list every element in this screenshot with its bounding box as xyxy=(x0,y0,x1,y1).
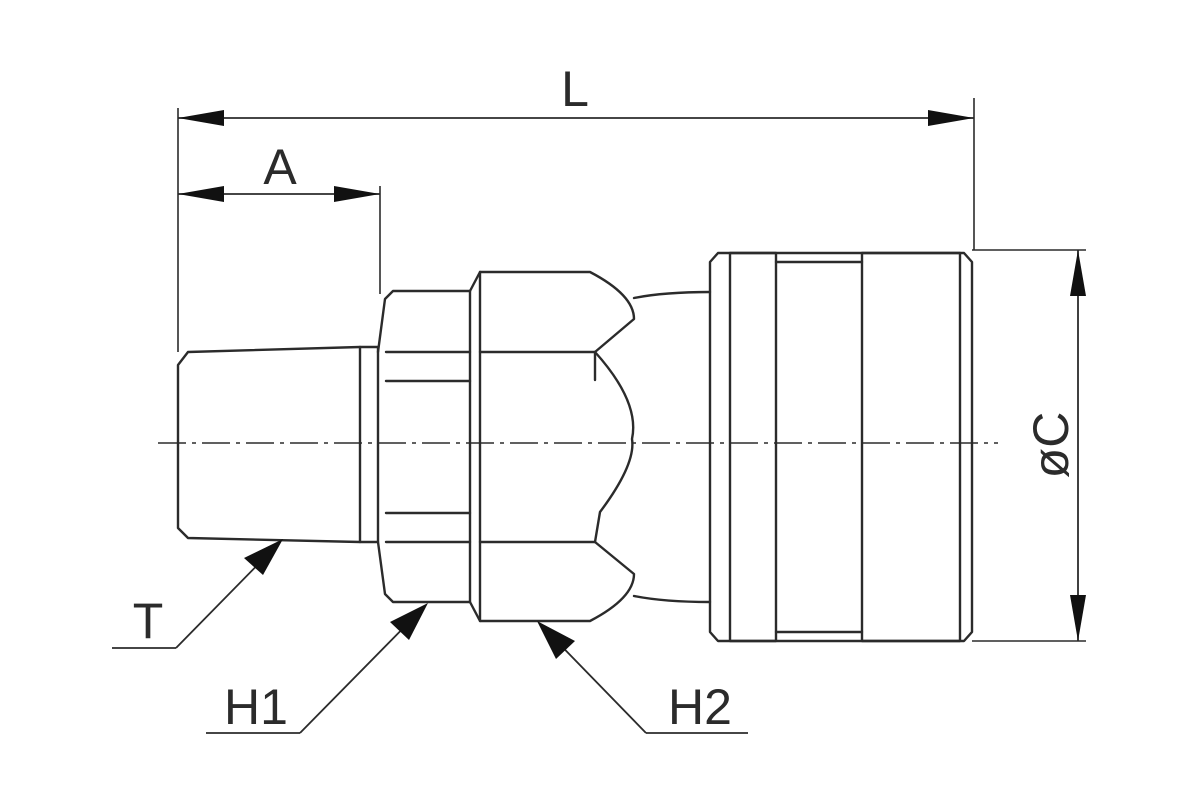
knurled-sleeve xyxy=(708,251,974,643)
callout-h2: H2 xyxy=(537,621,748,735)
dimension-c-label: øC xyxy=(1023,412,1079,479)
knurl-band-left xyxy=(728,251,778,643)
callout-h1: H1 xyxy=(206,603,428,735)
body-neck xyxy=(632,290,712,604)
callout-t: T xyxy=(112,539,283,649)
male-thread xyxy=(176,345,362,544)
knurl-band-right xyxy=(860,251,962,643)
dimension-l: L xyxy=(177,61,975,352)
callout-t-label: T xyxy=(133,593,164,649)
dimension-c: øC xyxy=(972,249,1086,642)
hex-nut-h1 xyxy=(376,289,472,604)
dimension-a-label: A xyxy=(263,139,297,195)
callout-h2-label: H2 xyxy=(668,679,732,735)
dimension-a: A xyxy=(178,139,381,294)
hex-nut-h2 xyxy=(468,270,636,623)
dimension-l-label: L xyxy=(561,61,589,117)
fitting-body xyxy=(158,251,998,643)
thread-collar xyxy=(358,345,380,544)
callout-h1-label: H1 xyxy=(224,679,288,735)
